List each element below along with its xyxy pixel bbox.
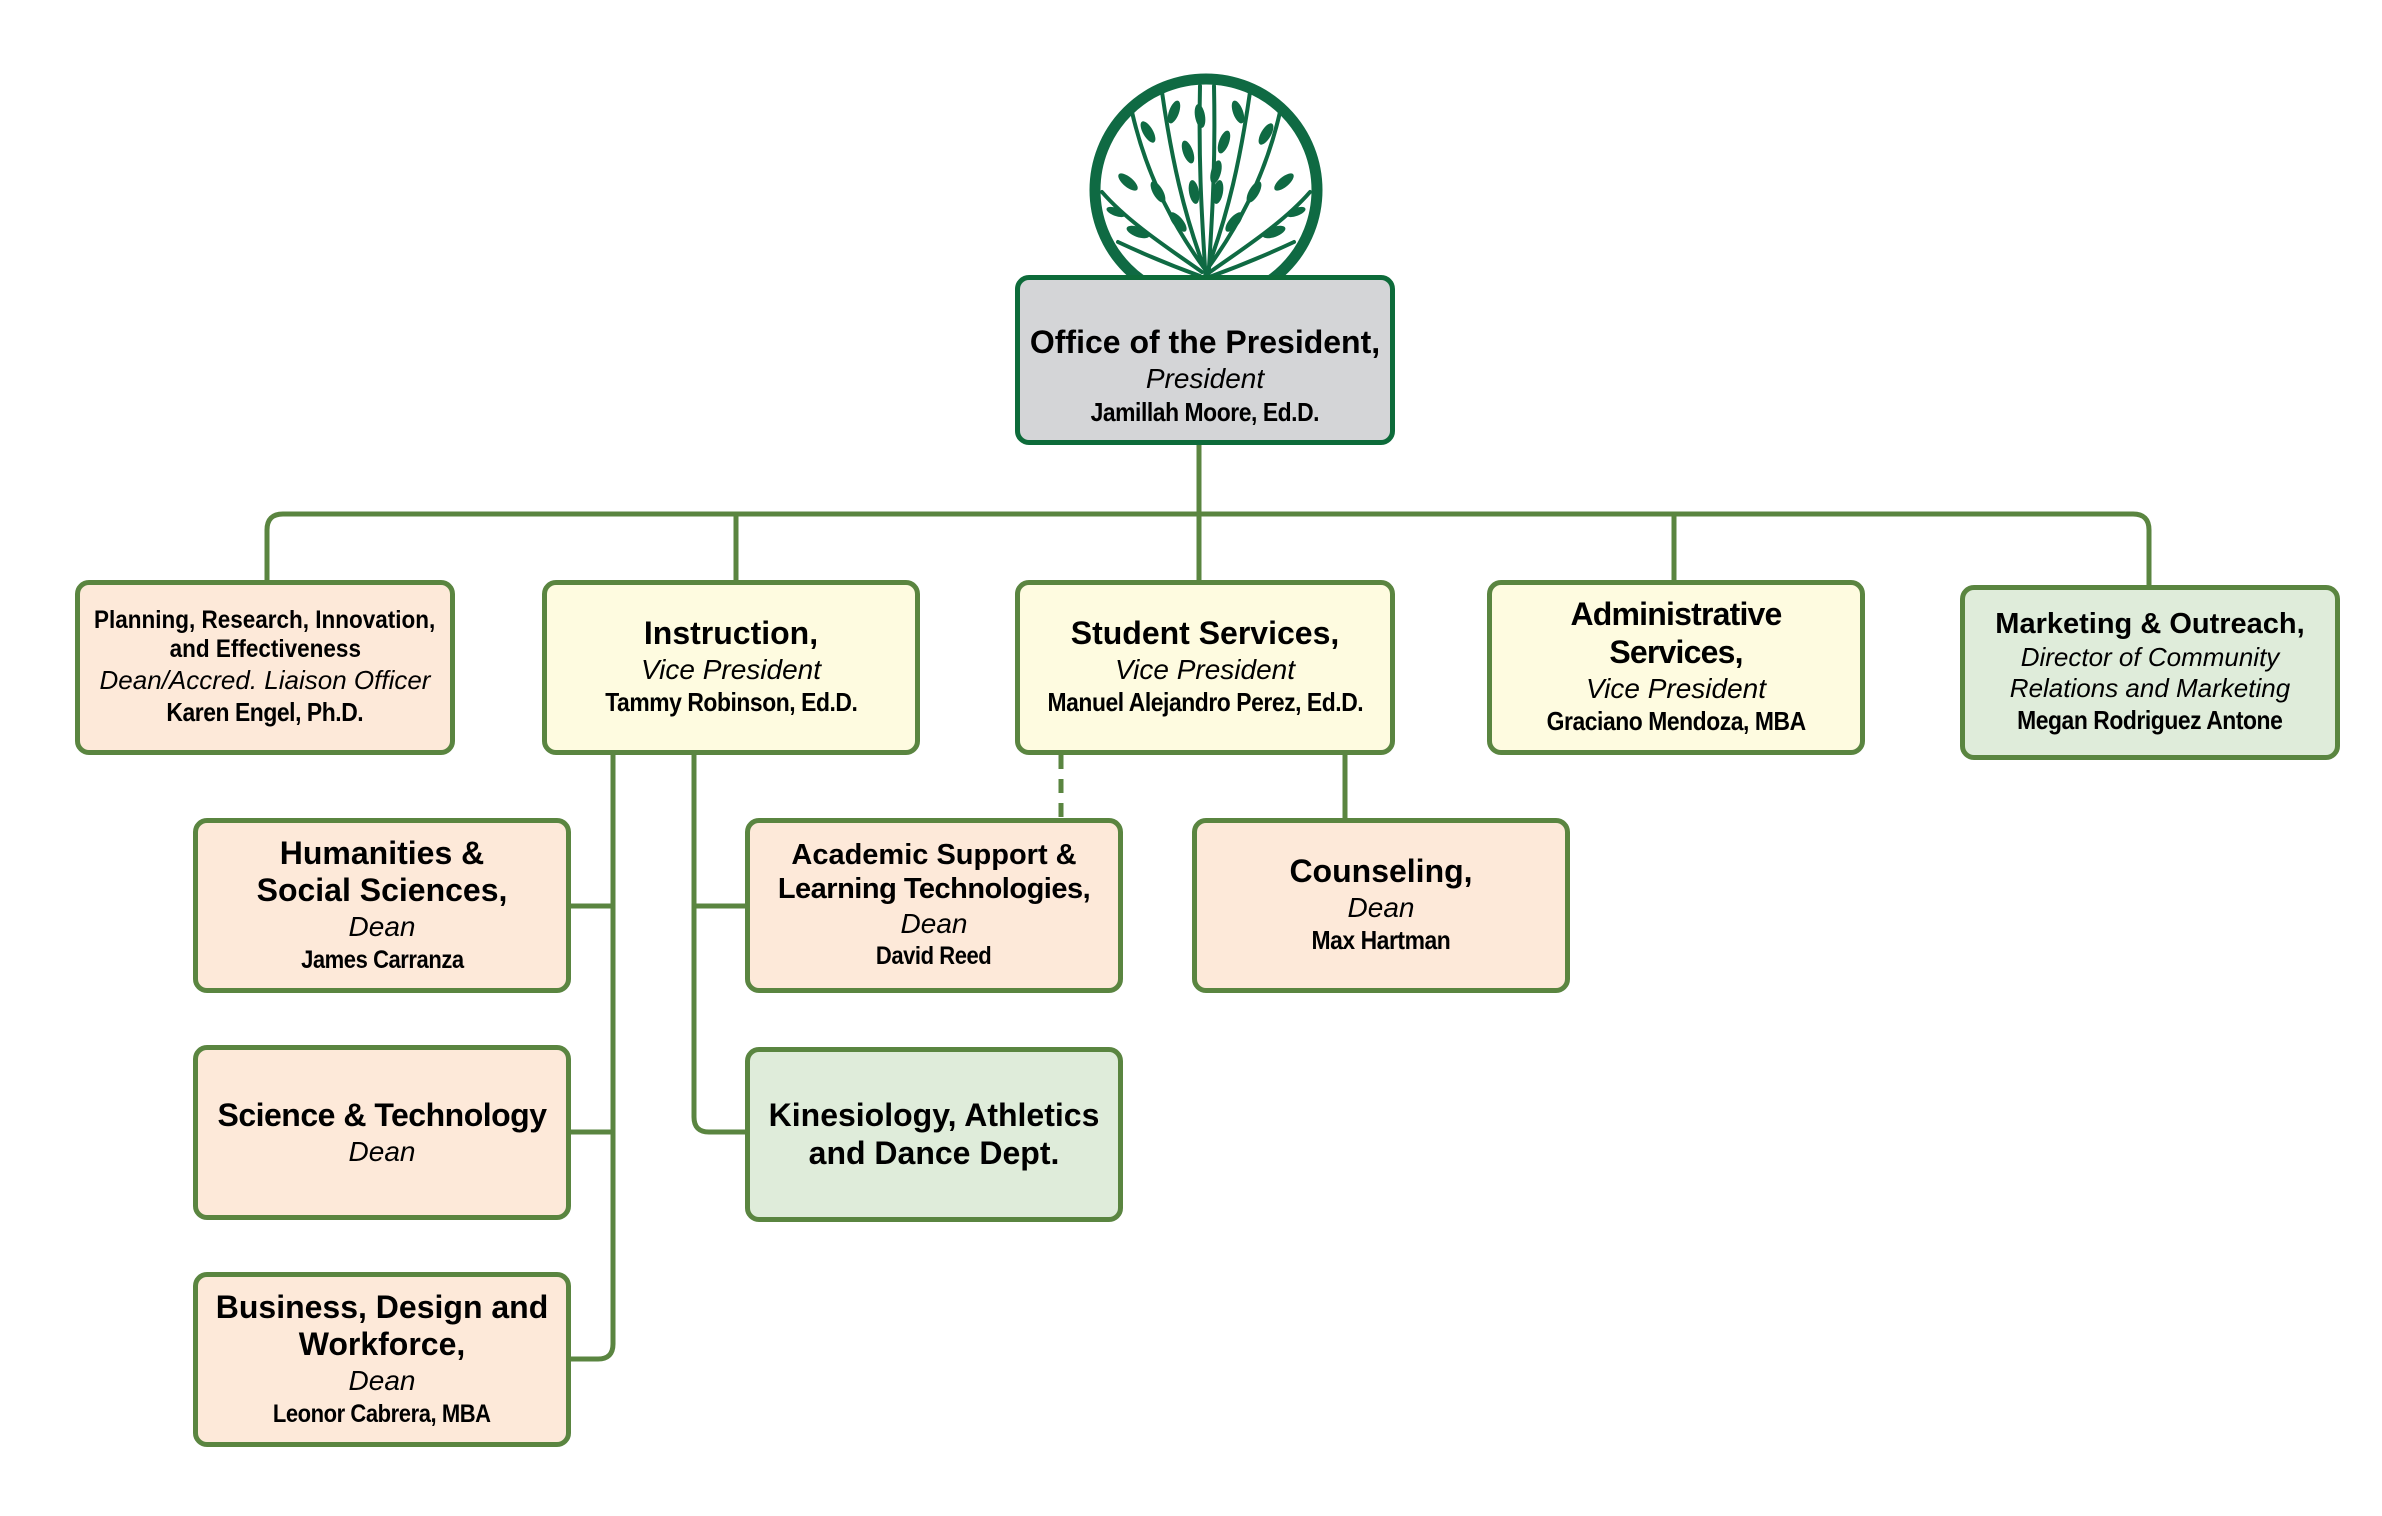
node-person: Tammy Robinson, Ed.D. xyxy=(604,687,858,718)
node-person: Karen Engel, Ph.D. xyxy=(166,696,364,727)
node-office-of-the-president: Office of the President, President Jamil… xyxy=(1015,275,1395,445)
node-counseling: Counseling, Dean Max Hartman xyxy=(1192,818,1570,993)
node-title-line: and Dance Dept. xyxy=(808,1134,1060,1171)
node-business-design-workforce: Business, Design and Workforce, Dean Leo… xyxy=(193,1272,571,1447)
node-role: Vice President xyxy=(640,653,822,685)
node-title-line: Planning, Research, Innovation, xyxy=(94,605,436,634)
node-title: Instruction, xyxy=(643,614,819,651)
node-title-line: Humanities & xyxy=(279,834,485,871)
node-title: Counseling, xyxy=(1289,852,1473,889)
tree-logo-icon xyxy=(1089,73,1323,307)
node-person: David Reed xyxy=(876,942,992,971)
node-title: Marketing & Outreach, xyxy=(1995,608,2305,641)
node-person: Jamillah Moore, Ed.D. xyxy=(1090,396,1320,427)
node-person: Megan Rodriguez Antone xyxy=(2017,704,2283,735)
node-role: Dean xyxy=(900,907,968,939)
node-title: Administrative Services, xyxy=(1570,596,1782,670)
node-person: Leonor Cabrera, MBA xyxy=(273,1399,491,1428)
node-title-line: Academic Support & xyxy=(791,839,1077,872)
node-role: Vice President xyxy=(1585,672,1767,704)
connector-top-bus xyxy=(264,511,2152,585)
node-role: President xyxy=(1145,363,1265,395)
connector-instruction-right-trunk xyxy=(691,755,745,1135)
node-title-line: and Effectiveness xyxy=(169,635,361,663)
node-role: Dean xyxy=(1347,891,1415,923)
node-title-line: Workforce, xyxy=(298,1326,466,1363)
node-title-line: Learning Technologies, xyxy=(777,873,1091,906)
node-title: Office of the President, xyxy=(1029,324,1381,361)
node-title-line: Kinesiology, Athletics xyxy=(768,1096,1100,1133)
node-title-line: Business, Design and xyxy=(215,1288,549,1325)
node-instruction: Instruction, Vice President Tammy Robins… xyxy=(542,580,920,755)
node-role: Dean xyxy=(348,911,416,943)
node-kinesiology-athletics-dance: Kinesiology, Athletics and Dance Dept. xyxy=(745,1047,1123,1222)
node-title-line: Social Sciences, xyxy=(256,872,508,909)
node-person: Max Hartman xyxy=(1311,925,1451,956)
node-role: Dean/Accred. Liaison Officer xyxy=(99,664,431,695)
node-science-technology: Science & Technology Dean xyxy=(193,1045,571,1220)
node-person: James Carranza xyxy=(300,945,464,974)
node-humanities-social-sciences: Humanities & Social Sciences, Dean James… xyxy=(193,818,571,993)
node-role: Dean xyxy=(348,1365,416,1397)
node-administrative-services: Administrative Services, Vice President … xyxy=(1487,580,1865,755)
node-person: Graciano Mendoza, MBA xyxy=(1546,706,1806,737)
node-role: Vice President xyxy=(1114,653,1296,685)
node-title: Student Services, xyxy=(1070,614,1340,651)
node-role-line: Director of Community xyxy=(2020,641,2280,672)
node-person: Manuel Alejandro Perez, Ed.D. xyxy=(1047,687,1363,718)
node-role: Dean xyxy=(348,1135,416,1167)
node-role-line: Relations and Marketing xyxy=(2009,672,2291,703)
node-student-services: Student Services, Vice President Manuel … xyxy=(1015,580,1395,755)
node-planning-research: Planning, Research, Innovation, and Effe… xyxy=(75,580,455,755)
node-marketing-outreach: Marketing & Outreach, Director of Commun… xyxy=(1960,585,2340,760)
node-academic-support: Academic Support & Learning Technologies… xyxy=(745,818,1123,993)
node-title: Science & Technology xyxy=(217,1096,547,1133)
connector-instruction-left-trunk xyxy=(571,755,616,1362)
